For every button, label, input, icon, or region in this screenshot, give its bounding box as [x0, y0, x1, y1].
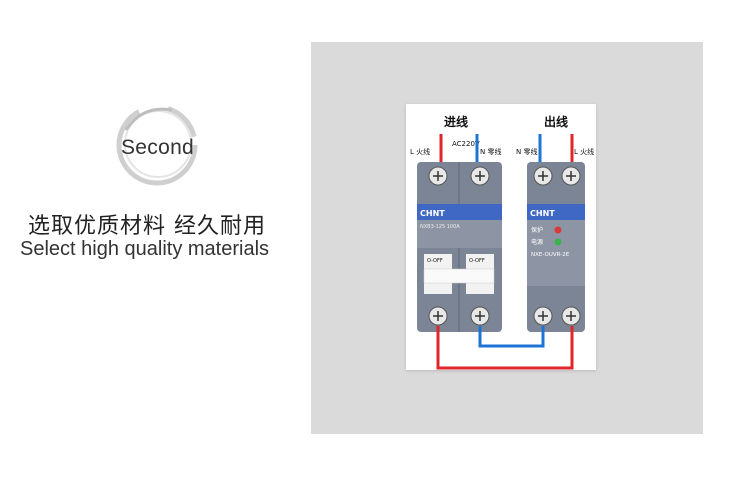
- outgoing-label: 出线: [544, 114, 568, 129]
- protect-led: [554, 226, 562, 234]
- brush-circle-icon: [116, 104, 198, 186]
- switch-off-2: O-OFF: [469, 258, 485, 264]
- switch-off-1: O-OFF: [427, 258, 443, 264]
- in-live-label: L 火线: [410, 147, 430, 156]
- protector-model: NXE-OUVR-2E: [531, 252, 570, 258]
- protector-power-label: 电源: [531, 238, 543, 246]
- breaker-model: NXB3-125 100A: [420, 224, 460, 230]
- live-jumper-wire: [436, 326, 574, 370]
- badge-text: Second: [121, 136, 195, 159]
- breaker-brand: CHNT: [420, 209, 445, 218]
- in-neutral-label: N 零线: [480, 147, 501, 156]
- title-chinese: 选取优质材料 经久耐用: [28, 214, 266, 239]
- incoming-label: 进线: [444, 114, 468, 129]
- protector-protect-label: 保护: [531, 226, 543, 234]
- circuit-breaker: CHNT NXB3-125 100A O-OFF O-OFF: [417, 162, 502, 332]
- voltage-label: AC220V: [452, 140, 480, 148]
- wiring-diagram-image: 进线 出线 AC220V L 火线 N 零线 N 零线 L 火线 CHNT NX…: [406, 104, 596, 370]
- title-english: Select high quality materials: [20, 238, 270, 260]
- power-led: [554, 238, 562, 246]
- voltage-protector: CHNT 保护 电源 NXE-OUVR-2E: [527, 162, 585, 332]
- out-live-label: L 火线: [574, 147, 594, 156]
- out-neutral-label: N 零线: [516, 147, 537, 156]
- protector-brand: CHNT: [530, 209, 555, 218]
- neutral-jumper-wire: [478, 326, 545, 348]
